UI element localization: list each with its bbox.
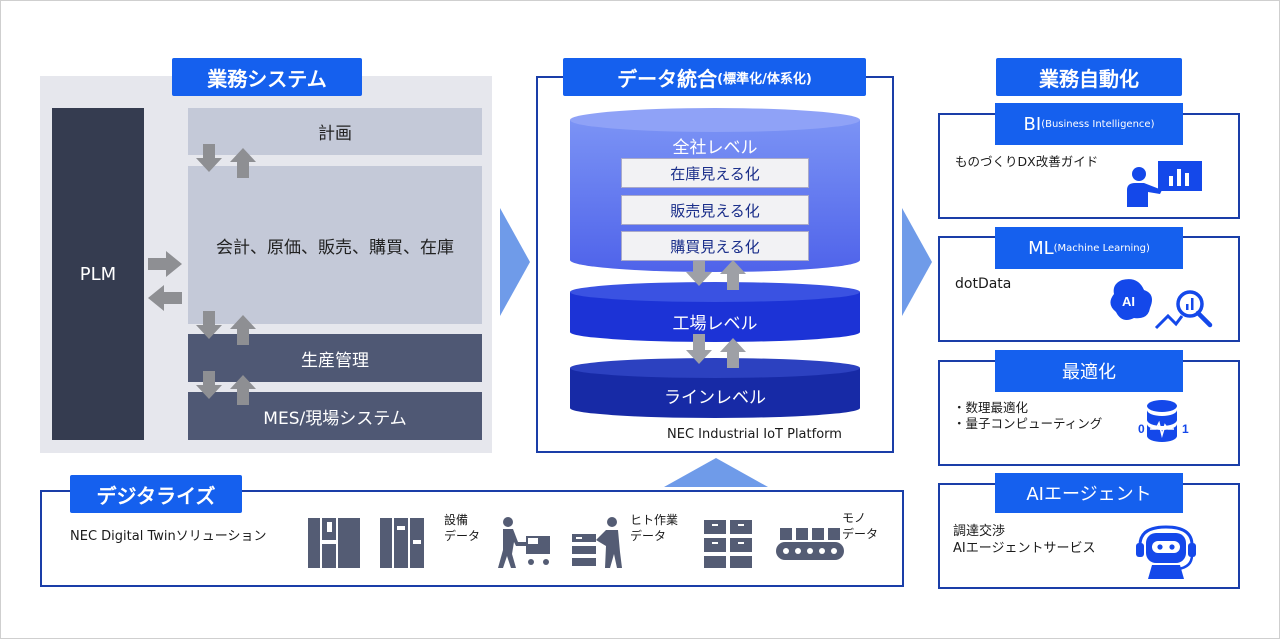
- business-system-title: 業務システム: [172, 58, 362, 96]
- ml-title: ML(Machine Learning): [995, 227, 1183, 269]
- data-integration-title-main: データ統合: [617, 66, 718, 91]
- bi-text: ものづくりDX改善ガイド: [955, 154, 1099, 169]
- ai-analysis-icon: AI: [1110, 279, 1213, 330]
- ai-agent-line-2: AIエージェントサービス: [953, 541, 1096, 556]
- plm-block: PLM: [52, 108, 144, 440]
- factory-level-cylinder: [570, 282, 860, 342]
- thing-label-1: モノ: [842, 511, 867, 525]
- ai-agent-line-1: 調達交渉: [953, 524, 1006, 539]
- robot-headset-icon: [1136, 525, 1196, 579]
- ml-text: dotData: [955, 276, 1012, 292]
- line-level-label: ラインレベル: [664, 388, 766, 408]
- company-factory-down-arrow: [686, 256, 712, 286]
- thing-icons: [704, 520, 844, 568]
- bi-title: BI(Business Intelligence): [995, 103, 1183, 145]
- line-level-cylinder: [570, 358, 860, 418]
- to-automation-arrow: [902, 208, 932, 316]
- plm-right-arrow: [148, 251, 182, 277]
- digitize-title: デジタライズ: [70, 475, 242, 513]
- storage-cabinet-icon: [704, 520, 752, 568]
- platform-label: NEC Industrial IoT Platform: [667, 427, 842, 442]
- core-down-arrow: [196, 311, 222, 339]
- human-work-icons: [498, 517, 622, 568]
- bi-title-sub: (Business Intelligence): [1041, 118, 1155, 130]
- digital-twin-label: NEC Digital Twinソリューション: [70, 529, 267, 544]
- svg-text:AI: AI: [1122, 294, 1135, 309]
- equipment-icons: [308, 518, 424, 568]
- prod-down-arrow: [196, 371, 222, 399]
- to-integration-arrow: [500, 208, 530, 316]
- company-factory-up-arrow: [720, 260, 746, 290]
- inventory-visibility: 在庫見える化: [621, 158, 809, 188]
- factory-line-down-arrow: [686, 334, 712, 364]
- human-label-2: データ: [630, 529, 667, 543]
- digitize-up-arrow: [664, 458, 768, 487]
- conveyor-icon: [776, 528, 844, 560]
- equipment-machine-icon-2: [380, 518, 424, 568]
- optimization-title: 最適化: [995, 350, 1183, 392]
- ai-agent-title: AIエージェント: [995, 473, 1183, 513]
- plm-left-arrow: [148, 285, 182, 311]
- factory-line-up-arrow: [720, 338, 746, 368]
- factory-level-label: 工場レベル: [672, 314, 758, 334]
- thing-label-2: データ: [842, 527, 879, 541]
- quantum-database-icon: 0 1: [1138, 400, 1189, 442]
- plan-block: 計画: [188, 108, 482, 155]
- bi-title-main: BI: [1023, 113, 1042, 135]
- human-label-1: ヒト作業: [630, 513, 679, 527]
- presentation-chart-icon: [1127, 161, 1202, 207]
- sales-visibility: 販売見える化: [621, 195, 809, 225]
- company-level-label: 全社レベル: [672, 138, 758, 158]
- equipment-machine-icon-1: [308, 518, 360, 568]
- data-integration-title-sub: (標準化/体系化): [717, 71, 812, 87]
- worker-boxes-icon: [572, 517, 622, 568]
- purchase-visibility: 購買見える化: [621, 231, 809, 261]
- core-systems-block: 会計、原価、販売、購買、在庫: [188, 166, 482, 324]
- ml-title-main: ML: [1028, 237, 1054, 259]
- core-up-arrow: [230, 315, 256, 345]
- optimization-line-1: ・数理最適化: [953, 400, 1029, 415]
- worker-cart-icon: [498, 517, 550, 568]
- prod-up-arrow: [230, 375, 256, 405]
- svg-text:0: 0: [1138, 422, 1145, 436]
- plan-up-arrow: [230, 148, 256, 178]
- equipment-label-2: データ: [444, 529, 481, 543]
- svg-text:1: 1: [1182, 422, 1189, 436]
- automation-title: 業務自動化: [996, 58, 1182, 96]
- optimization-line-2: ・量子コンピューティング: [953, 416, 1103, 431]
- data-integration-title: データ統合(標準化/体系化): [563, 58, 866, 96]
- plan-down-arrow: [196, 144, 222, 172]
- equipment-label-1: 設備: [444, 513, 469, 527]
- ml-title-sub: (Machine Learning): [1053, 242, 1150, 254]
